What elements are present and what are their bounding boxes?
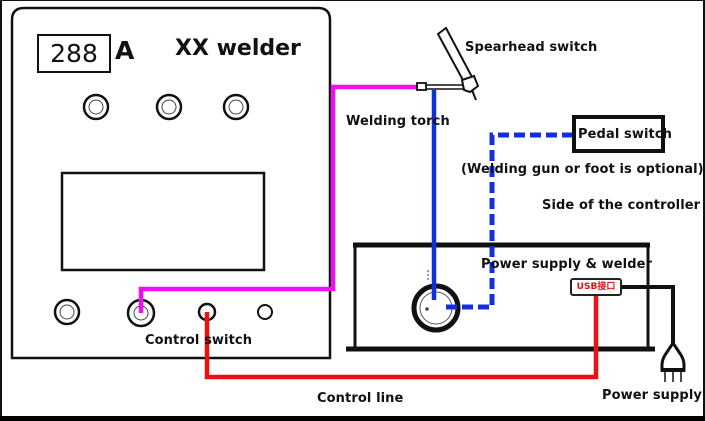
pedal-switch-label: Pedal switch — [578, 127, 672, 142]
bottom-border — [0, 416, 705, 421]
welder-title: XX welder — [175, 36, 301, 61]
top-knob-1[interactable] — [82, 93, 110, 121]
power-supply-label: Power supply — [602, 388, 702, 403]
current-readout: 288 — [37, 34, 111, 73]
top-knob-3[interactable] — [222, 93, 250, 121]
power-cable — [622, 285, 675, 345]
control-line-label: Control line — [317, 391, 404, 406]
control-switch-label: Control switch — [145, 333, 253, 348]
power-supply-welder-label: Power supply & welder — [481, 257, 653, 272]
pedal-switch-box[interactable] — [572, 115, 665, 153]
spearhead-switch-label: Spearhead switch — [465, 40, 598, 55]
welder-display — [60, 171, 266, 272]
welding-torch-label: Welding torch — [346, 114, 450, 129]
welding-gun-icon[interactable] — [416, 26, 480, 101]
top-knob-2[interactable] — [155, 93, 183, 121]
optional-note: (Welding gun or foot is optional) — [461, 162, 704, 177]
controller-connector[interactable] — [411, 270, 461, 333]
current-unit: A — [115, 36, 135, 65]
controller-side-label: Side of the controller — [542, 198, 701, 213]
pedal-signal-wire — [442, 132, 573, 310]
bottom-socket-4[interactable] — [257, 304, 273, 320]
control-line-wire — [204, 296, 599, 380]
power-plug-icon — [660, 340, 686, 382]
bottom-socket-1[interactable] — [53, 298, 81, 326]
welding-torch-wire — [138, 84, 420, 313]
usb-port[interactable]: USB接口 — [570, 278, 622, 296]
